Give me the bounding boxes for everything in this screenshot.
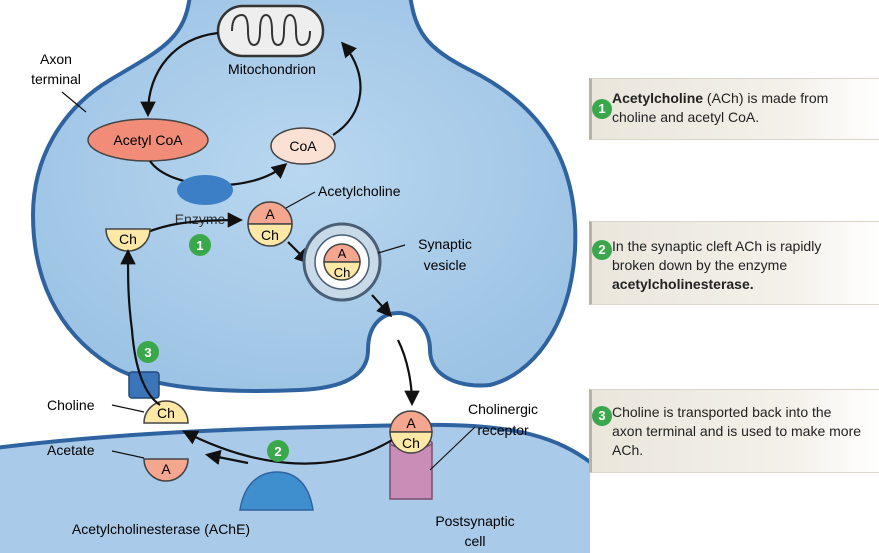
step-1-number: 1 [592, 99, 612, 119]
synaptic-vesicle: A Ch [302, 222, 382, 302]
axon-terminal-label-2: terminal [31, 71, 81, 87]
postsynaptic-membrane [0, 422, 592, 464]
arrow-reuptake [120, 248, 161, 406]
step-2-badge [267, 440, 289, 462]
svg-text:Ch: Ch [334, 265, 351, 280]
svg-text:Ch: Ch [261, 227, 279, 243]
acetylcholine-at-receptor: A Ch [389, 410, 433, 454]
choline-leader [111, 404, 145, 413]
arrow-mito-to-acetylcoa [140, 31, 219, 118]
step-2-callout: 2 In the synaptic cleft ACh is rapidly b… [589, 221, 879, 305]
receptor-leader [429, 426, 476, 471]
cholinergic-receptor-label-2: receptor [477, 422, 529, 438]
axon-terminal [30, 0, 578, 393]
acetate-leader [111, 450, 145, 459]
synaptic-vesicle-label-2: vesicle [424, 257, 467, 273]
arrow-to-acetate [204, 449, 249, 465]
acetyl-coa [87, 118, 209, 162]
svg-text:A: A [406, 415, 416, 431]
acetate-molecule: A [143, 458, 189, 482]
acetylcholine-label: Acetylcholine [318, 183, 401, 199]
synaptic-vesicle-label-1: Synaptic [418, 236, 472, 252]
step-3-badge [137, 341, 159, 363]
acetyl-coa-label: Acetyl CoA [113, 132, 183, 148]
step-2-text: In the synaptic cleft ACh is rapidly bro… [612, 238, 822, 292]
arrow-vesicle-to-cleft [371, 294, 393, 318]
step-1-callout: 1 Acetylcholine (ACh) is made from choli… [589, 78, 879, 140]
ache-label: Acetylcholinesterase (AChE) [72, 521, 250, 537]
svg-text:Ch: Ch [119, 231, 137, 247]
acetylcholine-leader [285, 191, 316, 209]
arrow-release-to-receptor [397, 339, 420, 407]
svg-text:2: 2 [274, 444, 281, 459]
choline-label: Choline [47, 397, 95, 413]
coa [270, 127, 336, 165]
step-3-text: Choline is transported back into the axo… [612, 404, 862, 458]
svg-text:A: A [338, 246, 347, 261]
postsynaptic-label-1: Postsynaptic [435, 513, 514, 529]
arrow-breakdown [182, 430, 393, 465]
cholinergic-receptor-label-1: Cholinergic [468, 401, 538, 417]
step-2-number: 2 [592, 240, 612, 260]
enzyme-label: Enzyme [175, 211, 226, 227]
svg-text:1: 1 [196, 238, 203, 253]
arrow-coa-to-mito [332, 41, 362, 136]
axon-terminal-label-1: Axon [40, 51, 72, 67]
choline-molecule-terminal: Ch [105, 228, 151, 252]
mitochondrion-label: Mitochondrion [228, 61, 316, 77]
postsynaptic-label-2: cell [464, 533, 485, 549]
coa-label: CoA [289, 138, 317, 154]
svg-text:A: A [161, 461, 171, 477]
step-1-badge [189, 234, 211, 256]
choline-molecule-cleft: Ch [143, 400, 189, 424]
step-3-callout: 3 Choline is transported back into the a… [589, 389, 879, 473]
svg-text:A: A [265, 206, 275, 222]
vesicle-leader [377, 244, 406, 254]
acetylcholinesterase [239, 471, 314, 511]
acetate-label: Acetate [47, 442, 95, 458]
arrow-choline-to-enzyme [144, 212, 244, 235]
svg-text:3: 3 [144, 345, 151, 360]
mitochondrion [216, 4, 325, 58]
svg-text:Ch: Ch [157, 405, 175, 421]
enzyme [177, 175, 233, 205]
acetylcholine-molecule: A Ch [247, 201, 293, 247]
step-3-number: 3 [592, 406, 612, 426]
svg-text:Ch: Ch [402, 435, 420, 451]
step-1-text: Acetylcholine (ACh) is made from choline… [612, 90, 829, 125]
axon-terminal-leader [61, 91, 87, 113]
